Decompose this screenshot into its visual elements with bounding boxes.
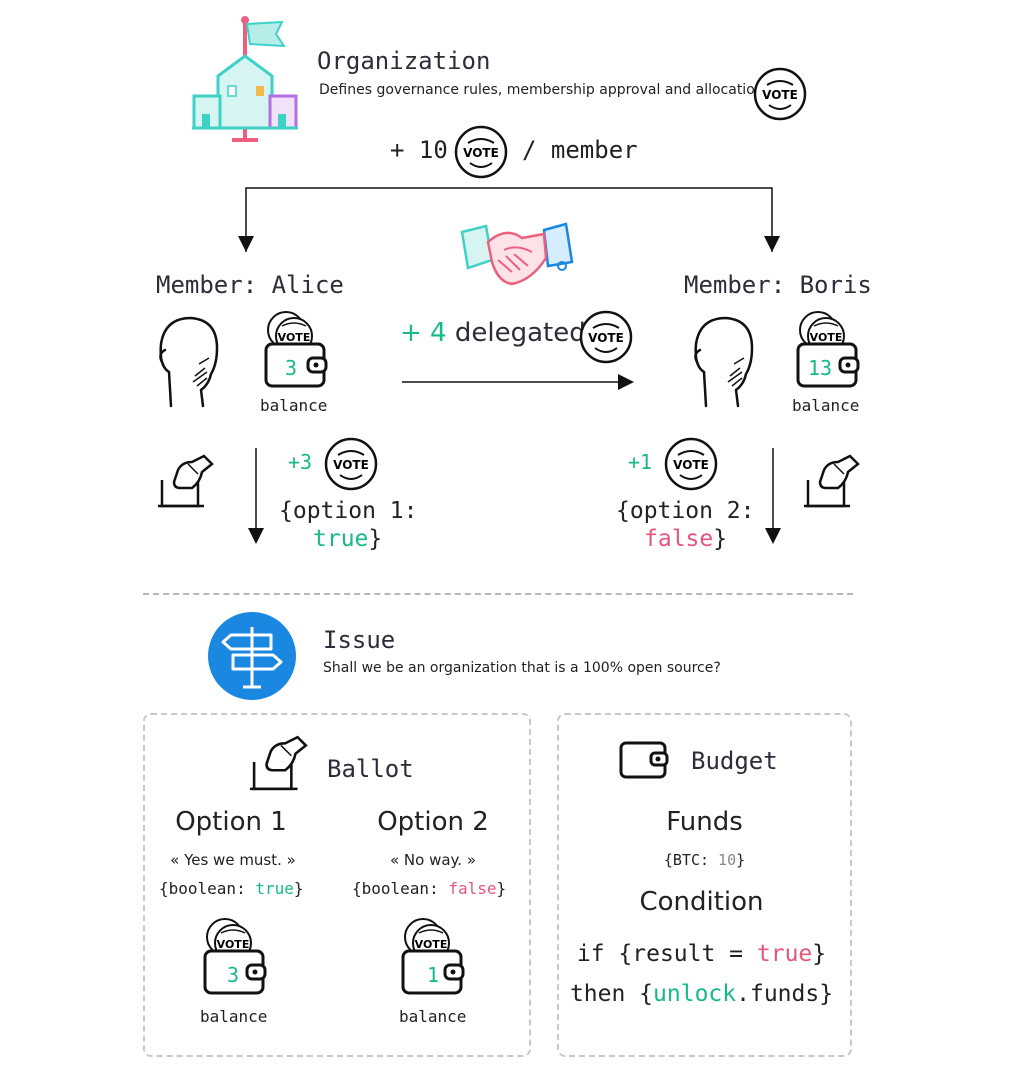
- funds-value: 10: [718, 851, 737, 869]
- svg-text:VOTE: VOTE: [588, 331, 624, 345]
- allocation-suffix: / member: [522, 136, 638, 164]
- ballot-box-icon: [804, 454, 860, 508]
- wallet-icon: VOTE: [796, 311, 860, 388]
- alice-name: Member: Alice: [156, 271, 344, 299]
- boris-vote-arrow: [765, 448, 781, 544]
- condition-label: Condition: [639, 887, 764, 917]
- option-2-quote: « No way. »: [389, 851, 477, 869]
- svg-text:VOTE: VOTE: [333, 458, 369, 472]
- ballot-panel: Ballot Option 1 « Yes we must. » {boolea…: [143, 713, 531, 1057]
- ballot-box-icon: [158, 454, 214, 508]
- head-icon: [159, 316, 219, 408]
- alice-vote-amount: +3: [288, 450, 313, 474]
- option-2-balance-label: balance: [399, 1007, 467, 1026]
- option-2-name: Option 2: [377, 807, 489, 837]
- boris-vote-close: }: [713, 526, 728, 552]
- vote-coin-icon: VOTE: [664, 437, 718, 491]
- alice-vote-close: }: [368, 526, 383, 552]
- funds-label: Funds: [666, 807, 743, 837]
- boris-vote-value-line: false}: [644, 526, 727, 552]
- svg-text:VOTE: VOTE: [762, 88, 798, 102]
- option-2-type-open: {boolean:: [352, 879, 449, 898]
- option-1-name: Option 1: [175, 807, 287, 837]
- condition-if-close: }: [812, 941, 827, 967]
- svg-text:VOTE: VOTE: [463, 146, 499, 160]
- option-1-value: true: [255, 879, 294, 898]
- organization-title: Organization: [317, 47, 491, 75]
- delegation-text: delegated: [454, 318, 586, 348]
- alice-vote-open: {option 1:: [279, 498, 418, 524]
- vote-coin-icon: VOTE: [454, 125, 508, 179]
- organization-description: Defines governance rules, membership app…: [319, 82, 782, 98]
- option-2-type: {boolean: false}: [352, 879, 506, 898]
- condition-unlock: unlock: [653, 981, 737, 1007]
- svg-text:VOTE: VOTE: [278, 331, 311, 344]
- funds-open: {BTC:: [663, 851, 719, 869]
- allocation-prefix: + 10: [390, 136, 448, 164]
- option-2-balance: 1: [427, 963, 440, 987]
- svg-text:VOTE: VOTE: [810, 331, 843, 344]
- vote-coin-icon: VOTE: [579, 310, 633, 364]
- delegation-plus: + 4: [400, 318, 447, 348]
- building-flag-icon: [192, 16, 298, 142]
- boris-name: Member: Boris: [684, 271, 872, 299]
- signpost-icon: [208, 612, 296, 700]
- option-1-type-close: }: [293, 879, 304, 898]
- option-1-type: {boolean: true}: [159, 879, 304, 898]
- boris-vote-amount: +1: [628, 450, 653, 474]
- wallet-icon: VOTE: [264, 311, 328, 388]
- delegation-label: + 4 delegated: [400, 318, 586, 348]
- head-icon: [694, 316, 754, 408]
- delegation-arrow: [402, 374, 634, 390]
- alice-vote-value-line: true}: [313, 526, 382, 552]
- wallet-icon: [619, 741, 669, 779]
- condition-then: then {: [569, 981, 654, 1007]
- svg-text:VOTE: VOTE: [415, 938, 448, 951]
- issue-question: Shall we be an organization that is a 10…: [323, 660, 721, 676]
- boris-vote-open: {option 2:: [616, 498, 755, 524]
- budget-title: Budget: [691, 747, 778, 775]
- wallet-icon: VOTE: [401, 918, 465, 995]
- option-1-type-open: {boolean:: [159, 879, 256, 898]
- alice-vote-value: true: [313, 526, 369, 552]
- option-1-balance: 3: [227, 963, 240, 987]
- option-2-type-close: }: [496, 879, 507, 898]
- wallet-icon: VOTE: [203, 918, 267, 995]
- vote-coin-icon: VOTE: [753, 67, 807, 121]
- svg-text:VOTE: VOTE: [673, 458, 709, 472]
- condition-funds: .funds}: [736, 981, 834, 1007]
- condition-true: true: [756, 941, 813, 967]
- handshake-icon: [460, 222, 574, 286]
- issue-title: Issue: [323, 626, 396, 654]
- section-divider: [143, 593, 853, 595]
- condition-line-1: if {result = true}: [559, 941, 844, 967]
- option-1-balance-label: balance: [200, 1007, 268, 1026]
- boris-balance-value: 13: [808, 356, 833, 380]
- alice-balance-label: balance: [260, 396, 328, 415]
- vote-coin-icon: VOTE: [324, 437, 378, 491]
- condition-line-2: then {unlock.funds}: [559, 981, 844, 1007]
- funds-value-line: {BTC: 10}: [559, 851, 850, 869]
- ballot-title: Ballot: [327, 755, 414, 783]
- distribution-connector: [238, 187, 780, 252]
- svg-text:VOTE: VOTE: [217, 938, 250, 951]
- budget-panel: Budget Funds {BTC: 10} Condition if {res…: [557, 713, 852, 1057]
- boris-balance-label: balance: [792, 396, 860, 415]
- alice-vote-arrow: [248, 448, 264, 544]
- funds-close: }: [736, 851, 746, 869]
- boris-vote-value: false: [644, 526, 714, 552]
- condition-if: if {result =: [576, 941, 757, 967]
- alice-balance-value: 3: [285, 356, 298, 380]
- option-1-quote: « Yes we must. »: [170, 851, 296, 869]
- ballot-box-icon: [249, 735, 308, 791]
- option-2-value: false: [448, 879, 497, 898]
